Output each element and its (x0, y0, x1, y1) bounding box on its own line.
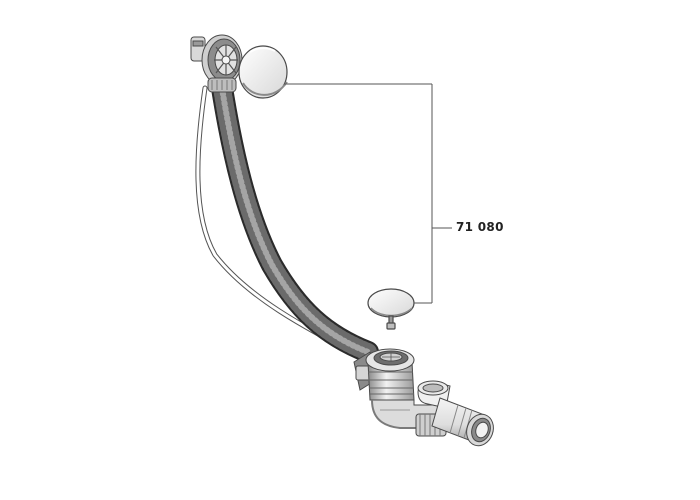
overflow-cover-cap (238, 45, 288, 99)
part-number-label: 71 080 (456, 220, 504, 234)
waste-drain-assembly (353, 348, 494, 447)
callout-bracket (284, 83, 452, 304)
overflow-head (190, 34, 243, 93)
pop-up-plug (367, 288, 415, 330)
overflow-hose (211, 77, 379, 363)
